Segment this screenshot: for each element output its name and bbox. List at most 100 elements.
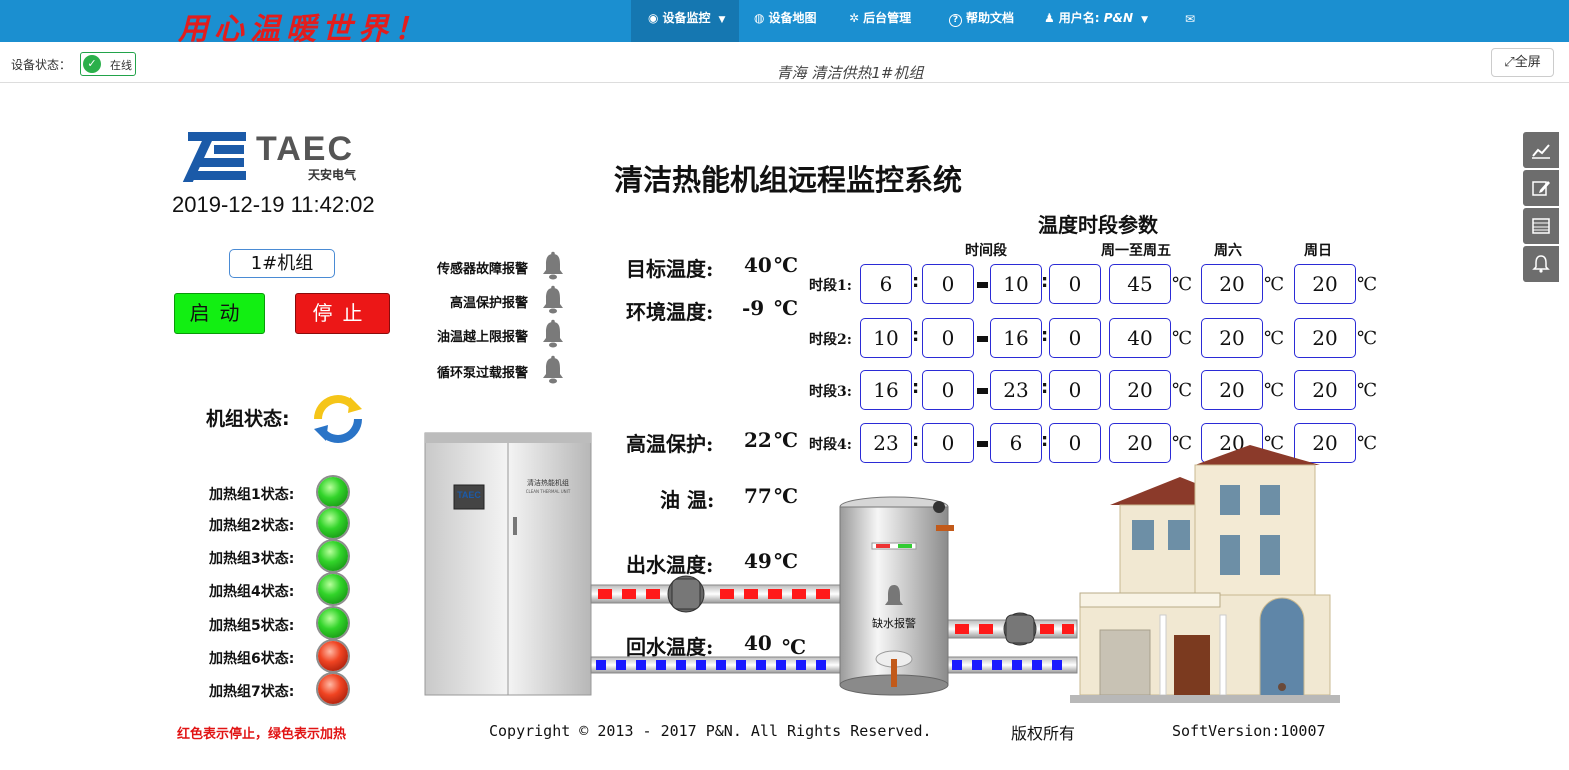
check-icon: ✓	[83, 55, 101, 73]
nav-admin[interactable]: ✲后台管理	[849, 0, 911, 42]
time-colon: :	[1041, 377, 1049, 398]
end-hour-field[interactable]: 6	[990, 423, 1042, 463]
slogan: 用心温暖世界！	[178, 12, 430, 47]
globe-icon: ◍	[754, 11, 765, 25]
nav-help[interactable]: ?帮助文档	[949, 0, 1014, 42]
param-label: 目标温度:	[626, 257, 714, 281]
weekday-temp-field[interactable]: 20	[1109, 423, 1171, 463]
start-minute-field[interactable]: 0	[922, 264, 974, 304]
alarm-tool-button[interactable]	[1523, 246, 1559, 282]
range-dash	[977, 282, 988, 288]
saturday-temp-field[interactable]: 20	[1201, 318, 1263, 358]
sunday-temp-field[interactable]: 20	[1294, 318, 1356, 358]
degree-unit: ℃	[1172, 328, 1193, 349]
degree-unit: ℃	[1172, 274, 1193, 295]
param-label: 环境温度:	[626, 300, 714, 324]
start-hour-field[interactable]: 16	[860, 370, 912, 410]
end-minute-field[interactable]: 0	[1049, 370, 1101, 410]
footer-rights: 版权所有	[1011, 724, 1076, 743]
saturday-temp-field[interactable]: 20	[1201, 264, 1263, 304]
schedule-row-label: 时段1:	[809, 278, 852, 294]
led-legend-note: 红色表示停止，绿色表示加热	[177, 727, 347, 742]
nav-messages[interactable]: ✉	[1185, 0, 1199, 42]
alarm-oil-temp: 油温越上限报警	[400, 319, 572, 349]
stop-button[interactable]: 停止	[295, 293, 390, 334]
alarm-label: 高温保护报警	[449, 296, 528, 311]
footer-version: SoftVersion:10007	[1172, 722, 1326, 740]
cabinet-label: 清洁热能机组	[527, 478, 569, 487]
end-hour-field[interactable]: 10	[990, 264, 1042, 304]
start-minute-field[interactable]: 0	[922, 423, 974, 463]
chevron-down-icon: ▼	[1141, 15, 1148, 25]
time-colon: :	[1041, 325, 1049, 346]
range-dash	[977, 441, 988, 447]
sunday-temp-field[interactable]: 20	[1294, 264, 1356, 304]
weekday-temp-field[interactable]: 40	[1109, 318, 1171, 358]
unit-name-box: 1#机组	[229, 249, 335, 278]
param-value: 22	[744, 428, 772, 452]
alarm-sensor-fault: 传感器故障报警	[400, 251, 572, 281]
page-subtitle: 青海 清洁供热1#机组	[776, 64, 924, 82]
degree-unit: ℃	[1264, 380, 1285, 401]
time-colon: :	[1041, 430, 1049, 451]
param-label: 出水温度:	[626, 553, 714, 577]
weekday-temp-field[interactable]: 20	[1109, 370, 1171, 410]
time-colon: :	[912, 430, 920, 451]
sunday-temp-field[interactable]: 20	[1294, 423, 1356, 463]
sunday-temp-field[interactable]: 20	[1294, 370, 1356, 410]
saturday-temp-field[interactable]: 20	[1201, 370, 1263, 410]
nav-device-monitor[interactable]: ◉设备监控▼	[631, 0, 739, 42]
end-hour-field[interactable]: 23	[990, 370, 1042, 410]
param-unit: ℃	[774, 296, 798, 320]
start-hour-field[interactable]: 23	[860, 423, 912, 463]
status-led-green	[318, 508, 348, 538]
param-unit: ℃	[774, 484, 798, 508]
end-minute-field[interactable]: 0	[1049, 264, 1101, 304]
start-minute-field[interactable]: 0	[922, 370, 974, 410]
cabinet-brand: TAEC	[457, 490, 481, 500]
heating-group-label: 加热组1状态:	[209, 487, 295, 503]
chart-tool-button[interactable]	[1523, 132, 1559, 168]
cabinet-sub: CLEAN THERMAL UNIT	[526, 489, 571, 494]
heating-group-label: 加热组2状态:	[209, 518, 295, 534]
alarm-label: 传感器故障报警	[436, 262, 528, 277]
start-minute-field[interactable]: 0	[922, 318, 974, 358]
status-led-red	[318, 641, 348, 671]
end-minute-field[interactable]: 0	[1049, 423, 1101, 463]
water-tank: 缺水报警	[839, 496, 954, 696]
param-value: 40	[744, 253, 772, 277]
brand-name-cn: 天安电气	[308, 168, 357, 182]
fullscreen-label: 全屏	[1514, 55, 1541, 70]
start-hour-field[interactable]: 6	[860, 264, 912, 304]
weekday-temp-field[interactable]: 45	[1109, 264, 1171, 304]
user-icon: ♟	[1044, 11, 1055, 25]
tank-alarm-label: 缺水报警	[872, 616, 916, 630]
footer-copyright: Copyright © 2013 - 2017 P&N. All Rights …	[489, 722, 932, 740]
nav-user-menu[interactable]: ♟用户名: P&N▼	[1044, 0, 1148, 42]
param-value: 49	[744, 549, 772, 573]
degree-unit: ℃	[1357, 433, 1378, 454]
nav-label: 帮助文档	[966, 11, 1015, 25]
degree-unit: ℃	[1357, 328, 1378, 349]
end-minute-field[interactable]: 0	[1049, 318, 1101, 358]
list-icon	[1532, 218, 1550, 234]
list-tool-button[interactable]	[1523, 208, 1559, 244]
end-hour-field[interactable]: 16	[990, 318, 1042, 358]
system-title: 清洁热能机组远程监控系统	[614, 163, 963, 197]
device-status-label: 设备状态：	[11, 58, 72, 72]
time-colon: :	[1041, 271, 1049, 292]
oil-temp: 油 温: 77 ℃	[660, 484, 798, 512]
param-value: 77	[744, 484, 772, 508]
nav-label: 设备监控	[662, 11, 711, 25]
nav-device-map[interactable]: ◍设备地图	[754, 0, 817, 42]
header-time-range: 时间段	[965, 243, 1007, 259]
expand-icon: ⤢	[1504, 55, 1515, 70]
start-button[interactable]: 启动	[174, 293, 265, 334]
edit-tool-button[interactable]	[1523, 170, 1559, 206]
start-hour-field[interactable]: 10	[860, 318, 912, 358]
fullscreen-button[interactable]: ⤢全屏	[1491, 48, 1554, 77]
status-led-green	[318, 608, 348, 638]
param-value: -9	[742, 296, 765, 320]
nav-label: 后台管理	[863, 11, 912, 25]
taec-logo-mark	[182, 132, 248, 184]
